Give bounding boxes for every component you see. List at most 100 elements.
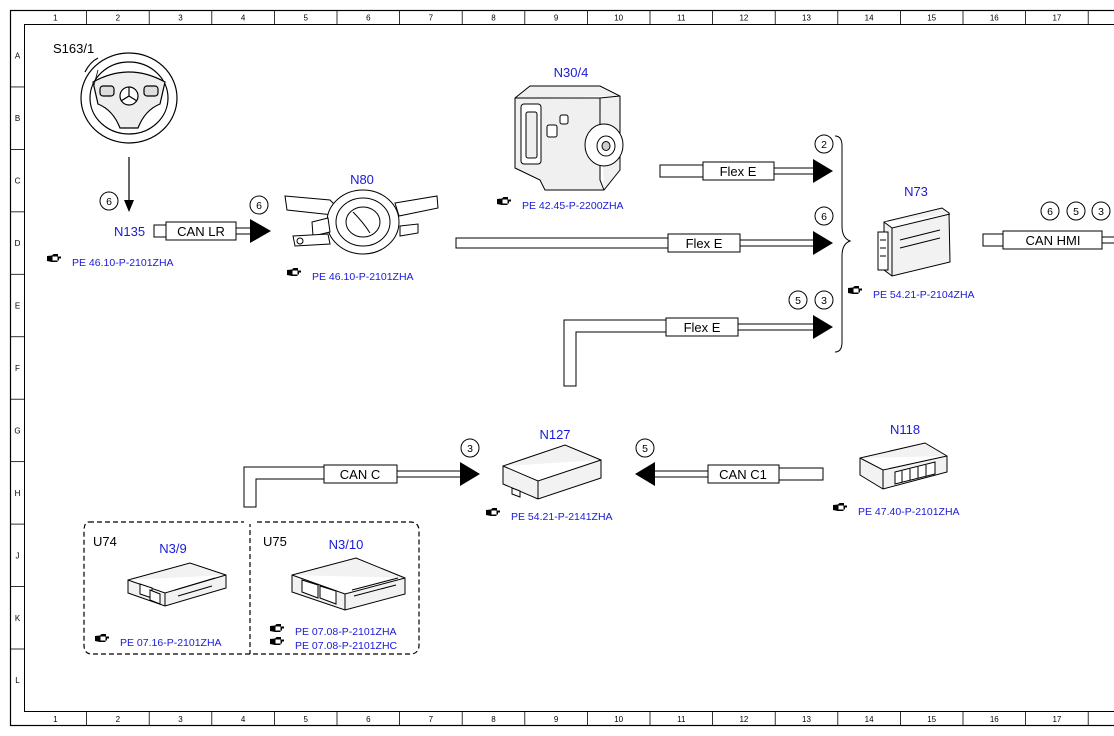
column-label-4-top: 4 [241,14,246,23]
column-label-11-bottom: 11 [677,715,686,724]
control-unit-icon [291,557,406,611]
column-label-8-bottom: 8 [491,715,496,724]
column-label-12-top: 12 [739,14,748,23]
row-label-G: G [14,426,20,435]
control-unit-icon [859,442,948,490]
reference-hand-icon [497,197,511,205]
u74-ref: PE 07.16-P-2101ZHA [120,637,222,649]
n127-component: N127 PE 54.21-P-2141ZHA [486,427,613,523]
reference-hand-icon [270,637,284,645]
column-label-2-bottom: 2 [116,715,121,724]
row-label-F: F [15,364,20,373]
column-ticks [86,10,1089,726]
column-label-11-top: 11 [677,14,686,23]
column-label-3-top: 3 [178,14,183,23]
flex-e-1-circle: 2 [821,139,827,151]
can-hmi-circle-a: 6 [1047,206,1053,218]
can-c-circle: 3 [467,443,473,455]
reference-hand-icon [287,268,301,276]
column-label-13-bottom: 13 [802,715,811,724]
can-c1-circle: 5 [642,443,648,455]
u75-ref-2: PE 07.08-P-2101ZHC [295,640,398,652]
flex-e-bus-3: Flex E 5 3 [563,290,834,387]
reference-hand-icon [47,254,61,262]
u74-label: N3/9 [159,541,186,556]
steering-wheel-icon [80,52,178,144]
column-label-17-top: 17 [1052,14,1061,23]
u74-tag: U74 [93,534,117,549]
n30-4-component: N30/4 PE 42.45-P-2200ZHA [497,65,624,212]
column-label-3-bottom: 3 [178,715,183,724]
column-label-17-bottom: 17 [1052,715,1061,724]
can-c1-label: CAN C1 [719,467,767,482]
reference-hand-icon [486,508,500,516]
hydraulic-unit-icon [514,85,624,191]
column-label-6-top: 6 [366,14,371,23]
column-label-2-top: 2 [116,14,121,23]
column-label-1-top: 1 [53,14,58,23]
can-hmi-circle-c: 3 [1098,206,1104,218]
drawing-frame [9,9,1114,727]
u74-component: U74 N3/9 PE 07.16-P-2101ZHA [93,534,227,649]
s163-steering-wheel: S163/1 [53,41,178,212]
n73-label: N73 [904,184,928,199]
u75-ref-1: PE 07.08-P-2101ZHA [295,626,397,638]
flex-e-bus-2: Flex E 6 [455,206,834,255]
flex-e-2-circle: 6 [821,211,827,223]
column-label-14-bottom: 14 [865,715,874,724]
reference-hand-icon [848,286,862,294]
column-label-6-bottom: 6 [366,715,371,724]
row-label-C: C [15,177,21,186]
control-unit-icon [877,207,951,277]
row-label-J: J [16,551,20,560]
column-label-16-bottom: 16 [990,715,999,724]
flex-e-bus-1: Flex E 2 [659,134,834,183]
column-label-9-top: 9 [554,14,559,23]
column-label-9-bottom: 9 [554,715,559,724]
row-label-E: E [15,302,20,311]
n80-ref: PE 46.10-P-2101ZHA [312,271,414,283]
row-ticks [10,86,25,650]
control-unit-icon [127,562,227,607]
u75-tag: U75 [263,534,287,549]
group-brace [834,135,852,353]
can-hmi-label: CAN HMI [1026,233,1081,248]
n135-component: 6 N135 PE 46.10-P-2101ZHA [47,191,174,269]
can-lr-label: CAN LR [177,224,225,239]
u75-label: N3/10 [329,537,364,552]
reference-hand-icon [95,634,109,642]
row-label-D: D [15,239,21,248]
column-label-14-top: 14 [865,14,874,23]
row-label-B: B [15,114,20,123]
n80-label: N80 [350,172,374,187]
n30-4-label: N30/4 [554,65,589,80]
n73-component: N73 PE 54.21-P-2104ZHA [848,184,975,301]
column-label-4-bottom: 4 [241,715,246,724]
can-lr-circle: 6 [256,200,262,212]
can-c-label: CAN C [340,467,380,482]
n127-ref: PE 54.21-P-2141ZHA [511,511,613,523]
row-label-K: K [15,614,21,623]
row-label-H: H [15,489,21,498]
column-label-15-top: 15 [927,14,936,23]
row-label-L: L [15,676,20,685]
engine-control-group [83,520,420,655]
n118-label: N118 [890,422,920,437]
reference-hand-icon [270,624,284,632]
can-c-bus: CAN C 3 [243,438,480,508]
column-label-10-top: 10 [614,14,623,23]
n118-component: N118 PE 47.40-P-2101ZHA [833,422,960,518]
column-label-1-bottom: 1 [53,715,58,724]
control-unit-icon [502,444,602,500]
column-label-5-top: 5 [303,14,308,23]
column-labels: 1122334455667788991010111112121313141415… [53,14,1062,725]
s163-label: S163/1 [53,41,94,56]
n135-circle: 6 [106,196,112,208]
column-label-7-bottom: 7 [429,715,434,724]
can-lr-bus: CAN LR 6 [153,195,271,243]
column-label-7-top: 7 [429,14,434,23]
can-hmi-bus: CAN HMI 6 5 3 [982,201,1114,250]
can-c1-bus: CAN C1 5 [635,438,824,486]
